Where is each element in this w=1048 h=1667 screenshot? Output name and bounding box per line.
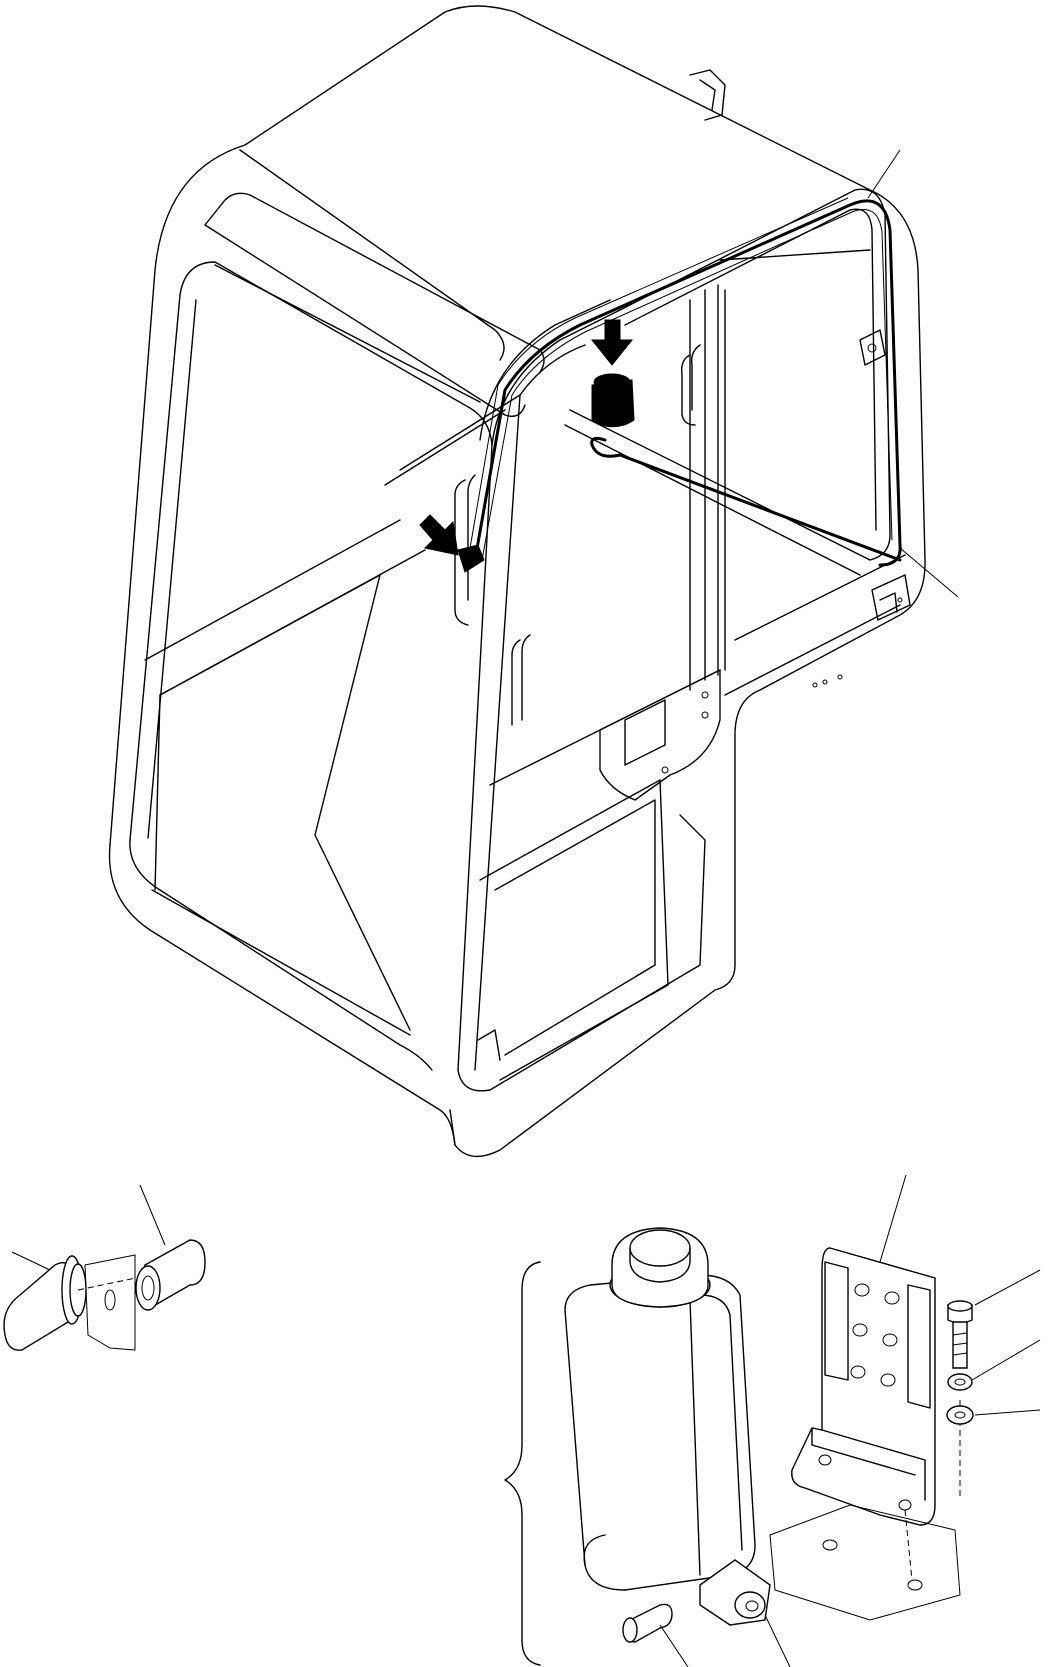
arrow-pump — [590, 319, 634, 366]
nozzle-assembly — [3, 1239, 206, 1351]
leader-line-bracket — [879, 1174, 907, 1263]
leader-line-hose-piece — [659, 1624, 689, 1667]
flat-washer — [946, 1405, 974, 1425]
cab-frame — [108, 5, 926, 1158]
bolt — [947, 1300, 973, 1369]
leader-line-flat-washer — [974, 1409, 1041, 1416]
leader-line-nozzle — [11, 1251, 51, 1271]
leader-line-lock-washer — [971, 1339, 1041, 1381]
assembly-brace — [504, 1261, 541, 1666]
pump-on-frame — [591, 373, 635, 428]
mounting-plate — [769, 1504, 961, 1621]
leader-line-hose-top — [867, 149, 901, 199]
arrow-nozzle — [419, 514, 459, 556]
leader-line-bolt — [974, 1269, 1041, 1306]
leader-line-hose-right — [899, 547, 959, 598]
leader-line-hose-joint — [139, 1184, 166, 1246]
tank-bracket — [791, 1247, 936, 1526]
washer-hose — [467, 197, 902, 567]
lock-washer — [947, 1373, 973, 1391]
washer-tank — [564, 1227, 771, 1643]
leader-line-pump — [764, 1614, 791, 1667]
nozzle-on-frame — [457, 544, 485, 573]
